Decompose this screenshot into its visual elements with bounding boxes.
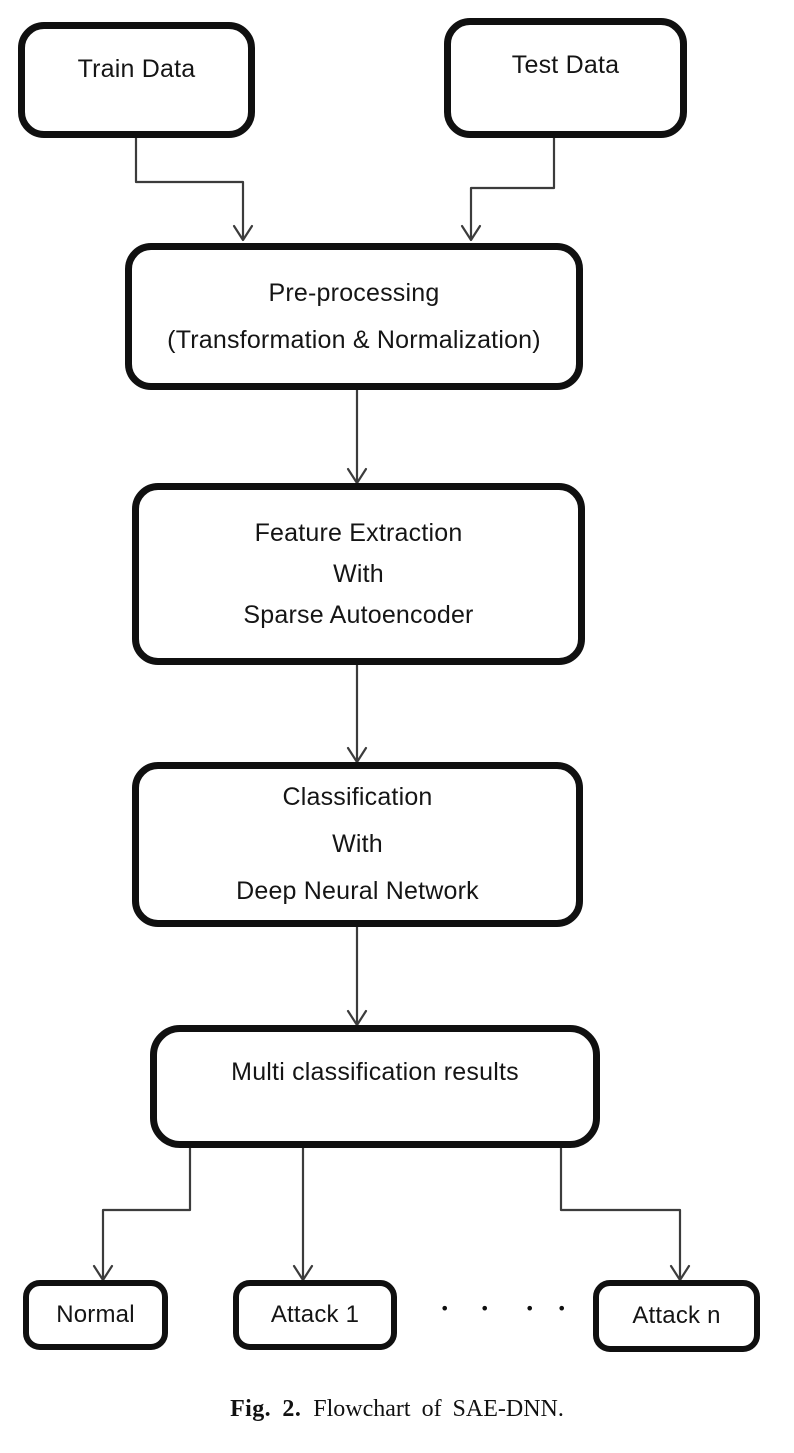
node-classification-line1: Classification [282, 783, 433, 811]
arrowhead-icon [346, 1009, 368, 1027]
node-feature-line1: Feature Extraction [254, 518, 463, 547]
node-normal-label: Normal [56, 1301, 135, 1328]
connector-results-to-attackn [559, 1146, 691, 1282]
node-classification-line3: Deep Neural Network [236, 877, 479, 905]
node-test-data: Test Data [444, 18, 687, 138]
ellipsis-dot: • [480, 1299, 490, 1318]
node-multi-classification-results: Multi classification results [150, 1025, 600, 1148]
arrowhead-icon [460, 224, 482, 242]
node-classification-line2: With [332, 830, 383, 858]
figure-caption: Fig. 2. Flowchart of SAE-DNN. [0, 1396, 794, 1423]
node-feature-line2: With [333, 559, 384, 588]
node-train-data-label: Train Data [77, 55, 196, 83]
node-normal: Normal [23, 1280, 168, 1350]
arrowhead-icon [669, 1264, 691, 1282]
connector-feature-to-classification [346, 663, 368, 764]
arrowhead-icon [346, 467, 368, 485]
connector-test-to-preprocessing [460, 136, 556, 242]
node-feature-line3: Sparse Autoencoder [243, 600, 474, 629]
node-attack-1: Attack 1 [233, 1280, 397, 1350]
node-feature-extraction: Feature Extraction With Sparse Autoencod… [132, 483, 585, 665]
ellipsis-dot: • [525, 1299, 535, 1318]
ellipsis-dot: • [557, 1299, 567, 1318]
connector-preprocessing-to-feature [346, 388, 368, 485]
connector-results-to-normal [92, 1146, 192, 1282]
node-preprocessing: Pre-processing (Transformation & Normali… [125, 243, 583, 390]
connector-classification-to-results [346, 925, 368, 1027]
ellipsis-dot: • [440, 1299, 450, 1318]
node-preprocessing-line1: Pre-processing [268, 278, 440, 307]
arrowhead-icon [232, 224, 254, 242]
node-attack-1-label: Attack 1 [270, 1301, 360, 1328]
node-preprocessing-line2: (Transformation & Normalization) [167, 325, 541, 354]
node-attack-n-label: Attack n [632, 1302, 721, 1329]
node-classification: Classification With Deep Neural Network [132, 762, 583, 927]
node-train-data: Train Data [18, 22, 255, 138]
arrowhead-icon [292, 1264, 314, 1282]
connector-train-to-preprocessing [134, 136, 254, 242]
arrowhead-icon [92, 1264, 114, 1282]
figure-caption-text: Flowchart of SAE-DNN. [313, 1396, 564, 1422]
node-results-label: Multi classification results [231, 1058, 519, 1086]
connector-results-to-attack1 [292, 1146, 314, 1282]
arrowhead-icon [346, 746, 368, 764]
node-test-data-label: Test Data [511, 51, 620, 79]
node-attack-n: Attack n [593, 1280, 760, 1352]
figure-caption-number: Fig. 2. [230, 1396, 302, 1422]
